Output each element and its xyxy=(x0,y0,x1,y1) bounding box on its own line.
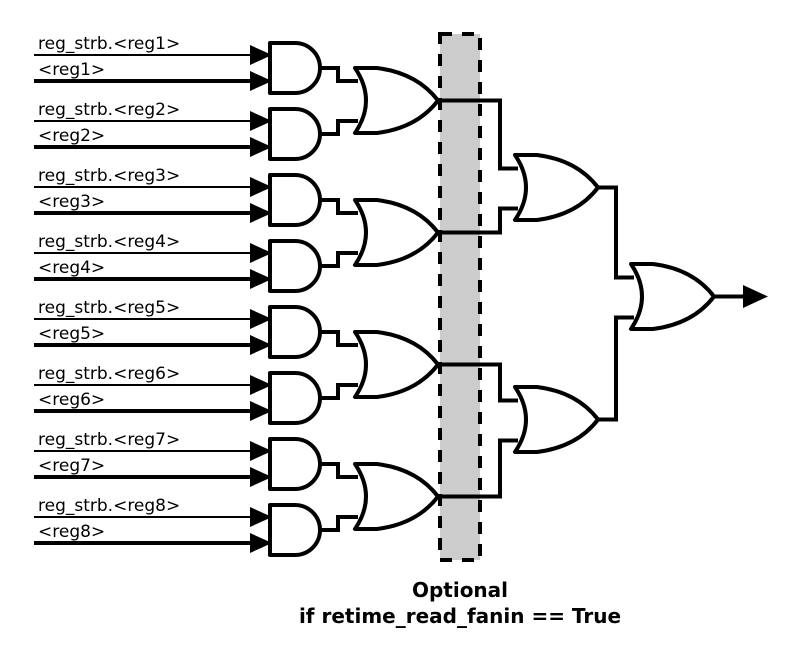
and-gate-4 xyxy=(268,239,322,293)
label-data-3: <reg3> xyxy=(38,192,105,212)
or-gate-level1-2 xyxy=(353,198,440,267)
label-data-6: <reg6> xyxy=(38,390,105,410)
or-gate-level1-4 xyxy=(353,462,440,531)
label-strobe-4: reg_strb.<reg4> xyxy=(38,232,180,252)
label-data-8: <reg8> xyxy=(38,522,105,542)
and-gate-7 xyxy=(268,437,322,491)
label-data-4: <reg4> xyxy=(38,258,105,278)
label-data-7: <reg7> xyxy=(38,456,105,476)
label-strobe-1: reg_strb.<reg1> xyxy=(38,34,180,54)
or-gate-level1-1 xyxy=(353,66,440,135)
output-wire xyxy=(714,285,768,308)
and-gate-1 xyxy=(268,41,322,95)
label-data-1: <reg1> xyxy=(38,60,105,80)
label-strobe-3: reg_strb.<reg3> xyxy=(38,166,180,186)
and-gate-3 xyxy=(268,173,322,227)
label-data-2: <reg2> xyxy=(38,126,105,146)
label-data-5: <reg5> xyxy=(38,324,105,344)
optional-caption-line1: Optional xyxy=(412,578,508,602)
and-to-or1-wires xyxy=(320,66,358,532)
optional-to-or2-wires xyxy=(482,98,518,499)
and-gate-8 xyxy=(268,503,322,557)
optional-retime-box xyxy=(438,32,482,562)
or1-outputs-into-optional-box xyxy=(438,98,482,499)
and-gate-6 xyxy=(268,371,322,425)
or-gate-final xyxy=(629,262,716,331)
and-gate-5 xyxy=(268,305,322,359)
or2-to-final-wires xyxy=(598,185,634,422)
label-strobe-7: reg_strb.<reg7> xyxy=(38,430,180,450)
or-gate-level2-2 xyxy=(513,385,600,454)
and-gate-2 xyxy=(268,107,322,161)
label-strobe-5: reg_strb.<reg5> xyxy=(38,298,180,318)
input-labels: reg_strb.<reg1> <reg1> reg_strb.<reg2> <… xyxy=(38,34,180,542)
or-gate-level1-3 xyxy=(353,330,440,399)
label-strobe-2: reg_strb.<reg2> xyxy=(38,100,180,120)
label-strobe-8: reg_strb.<reg8> xyxy=(38,496,180,516)
optional-caption-line2: if retime_read_fanin == True xyxy=(299,604,621,628)
output-arrow-icon xyxy=(743,285,768,308)
label-strobe-6: reg_strb.<reg6> xyxy=(38,364,180,384)
or-gate-level2-1 xyxy=(513,153,600,222)
input-wires xyxy=(34,45,272,553)
